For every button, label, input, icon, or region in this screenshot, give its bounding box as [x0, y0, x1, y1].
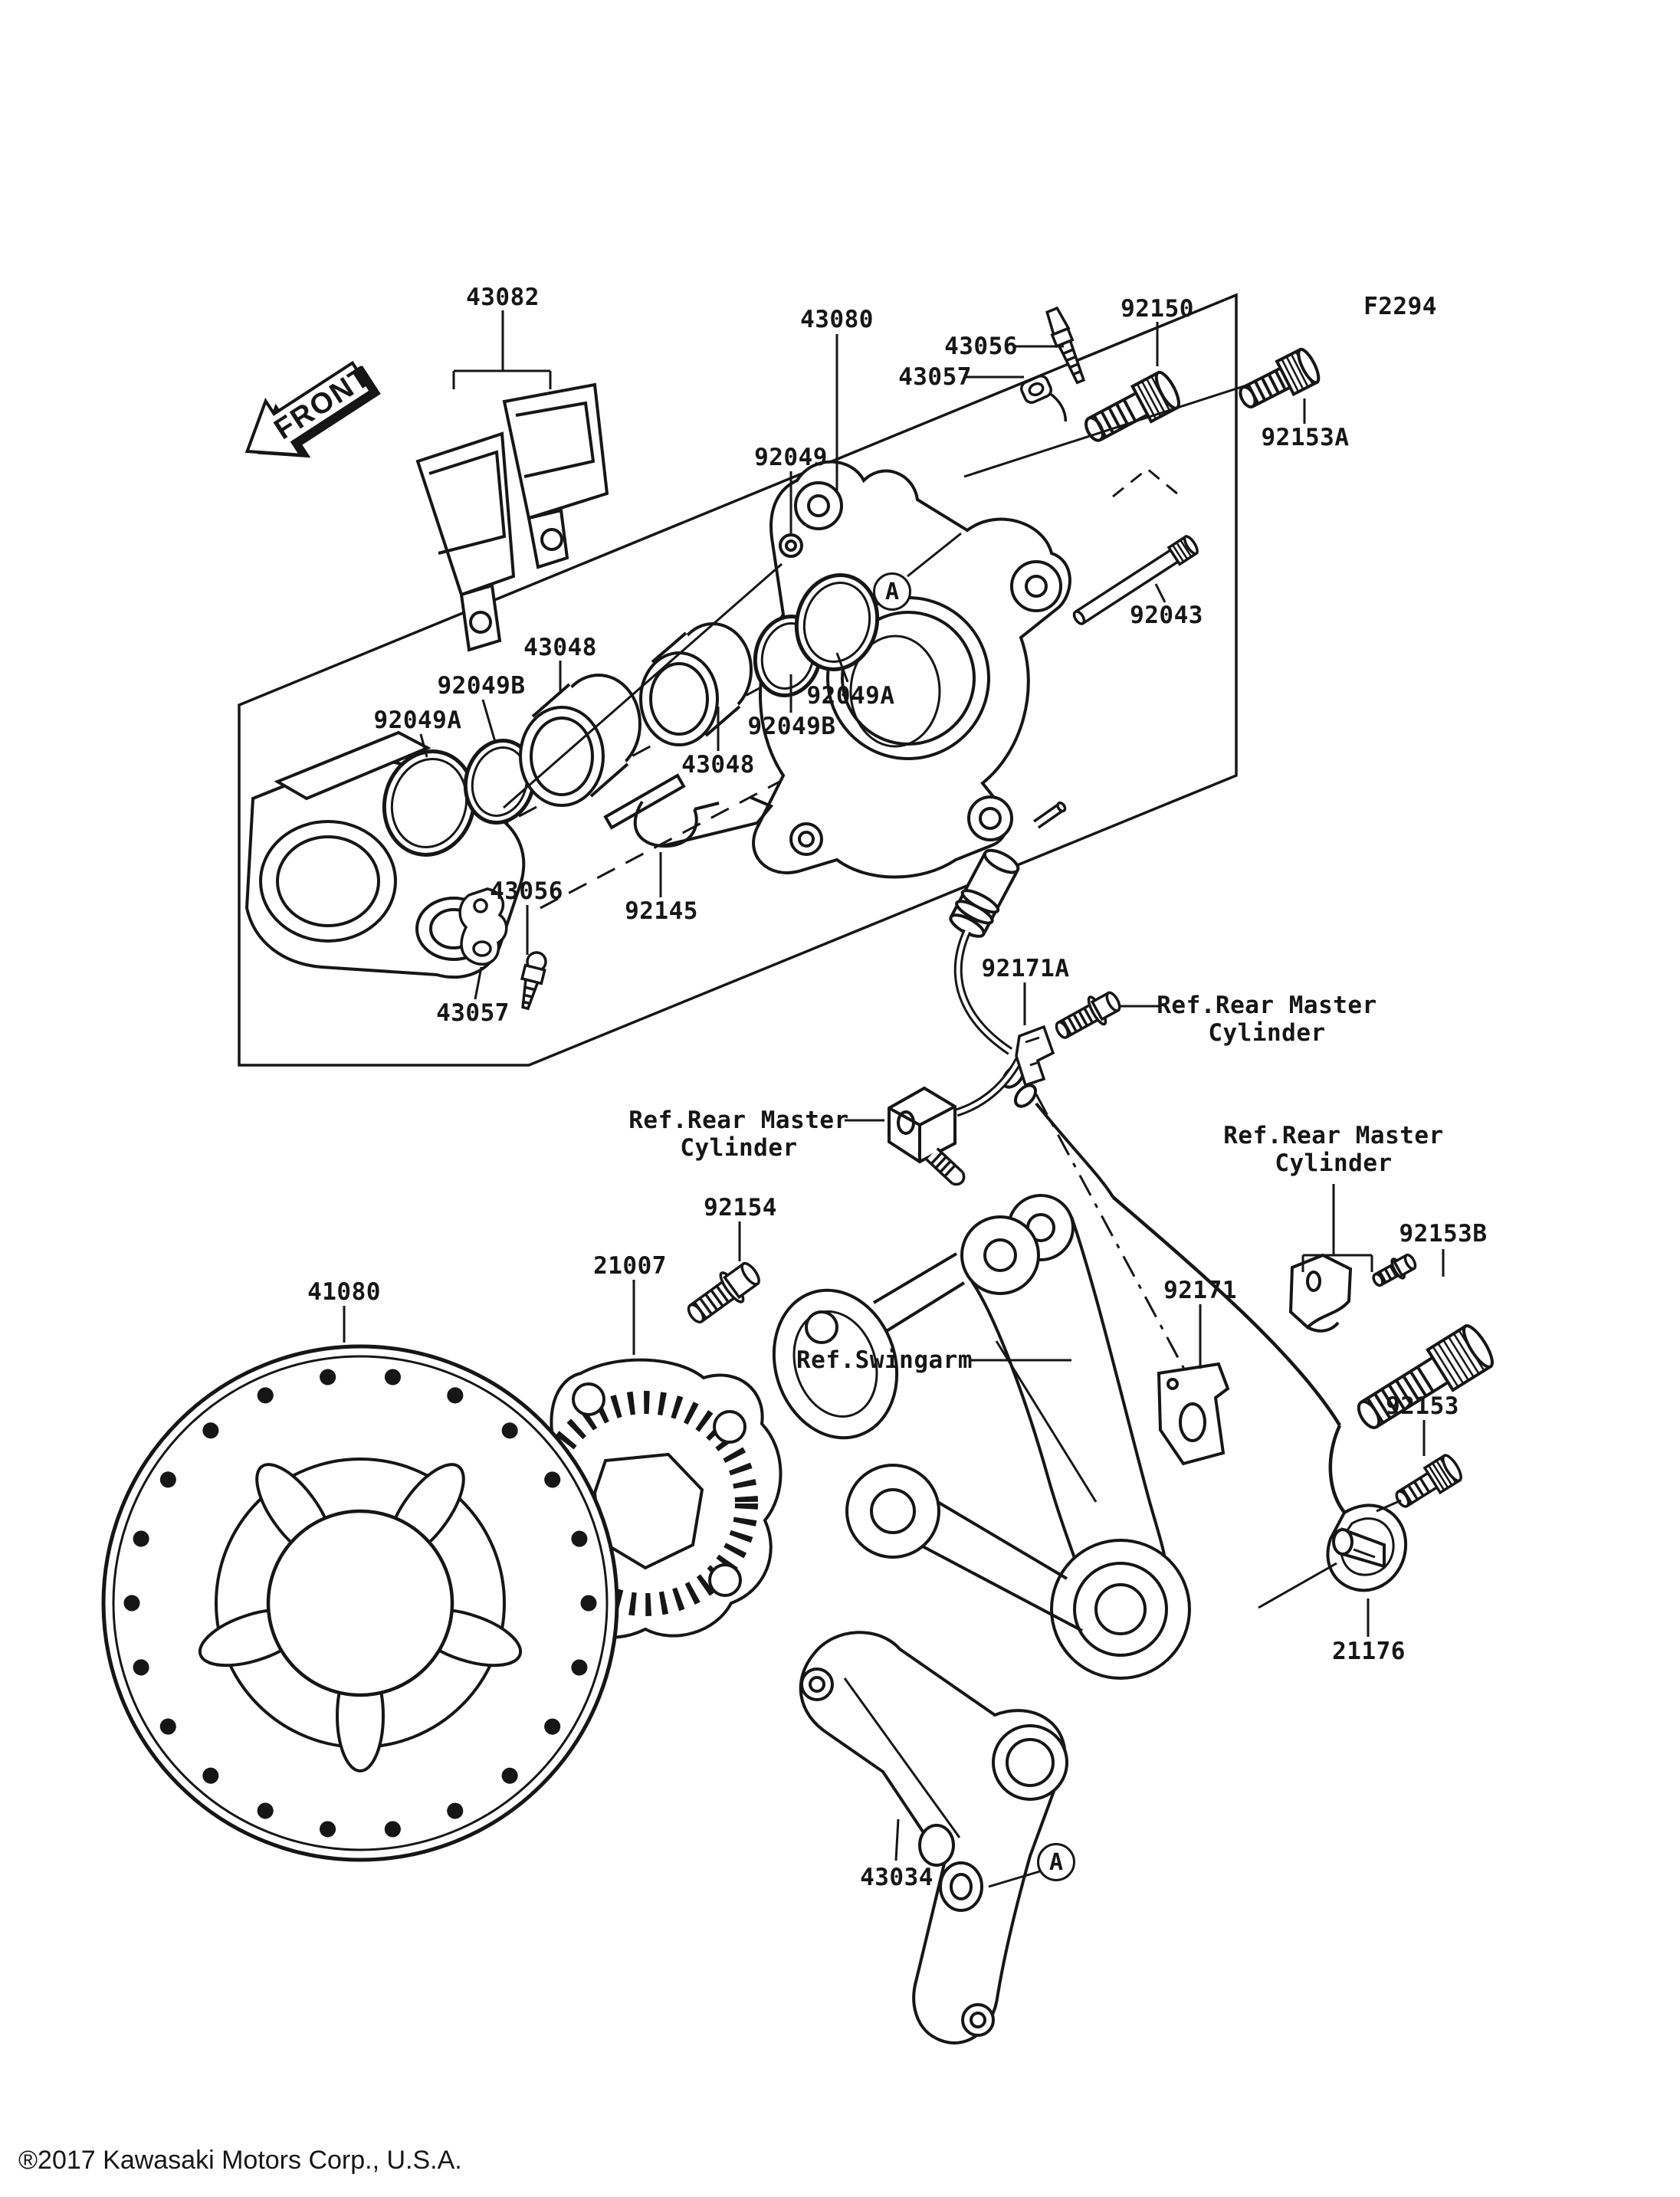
callout-a-bottom: A [1037, 1843, 1075, 1881]
bolt-92153b-drawing [1357, 1323, 1494, 1429]
washer-drawing [779, 533, 803, 558]
part-label-92153-bolt: 92153 [1386, 1392, 1459, 1420]
hose-clip-drawing [1015, 1025, 1055, 1087]
part-label-92171A-clip: 92171A [981, 955, 1070, 982]
bleed-valve-bottom-drawing [520, 951, 547, 1011]
part-label-92049A-seal-right: 92049A [806, 682, 895, 710]
callout-a-top: A [873, 572, 911, 611]
part-label-92049B-seal-right: 92049B [747, 713, 836, 740]
ref-label-swingarm: Ref.Swingarm [796, 1346, 973, 1374]
torque-bracket-drawing [799, 1631, 1068, 2045]
piston-seal-drawings-right [753, 573, 880, 697]
ref-label-rear-master-cylinder-right: Ref.Rear Master Cylinder [1223, 1122, 1443, 1177]
slide-pin-drawing [1084, 370, 1180, 442]
part-label-92145-spring: 92145 [625, 897, 698, 925]
part-label-92153A-bolt: 92153A [1261, 424, 1350, 451]
part-label-92153B-bolt: 92153B [1399, 1220, 1488, 1248]
piston-seal-drawings-left [382, 739, 536, 857]
part-label-43034-bracket: 43034 [860, 1864, 934, 1891]
front-arrow: FRONT [244, 360, 381, 458]
piston-drawing-right [639, 622, 753, 746]
part-label-92171-gasket: 92171 [1163, 1277, 1237, 1304]
part-label-92043-pin: 92043 [1130, 602, 1203, 629]
part-label-43056-bottom: 43056 [490, 877, 563, 905]
figure-code: F2294 [1363, 293, 1437, 320]
bleed-valve-top-drawing [1045, 306, 1086, 385]
valve-cap-bottom-drawing [458, 887, 508, 966]
part-label-92150-pin: 92150 [1121, 295, 1194, 323]
pad-spring-drawing [603, 773, 774, 848]
clip-screw-drawing [1055, 991, 1121, 1039]
bolt-92043-drawing [1072, 534, 1199, 625]
ref-label-line1: Ref.Rear Master [628, 1107, 849, 1134]
bolt-92153-drawing [1395, 1454, 1462, 1508]
sensor-gasket-drawing [1157, 1362, 1230, 1466]
copyright-text: ®2017 Kawasaki Motors Corp., U.S.A. [18, 2146, 462, 2175]
part-label-92049A-seal-left: 92049A [373, 707, 462, 734]
leader-lines [343, 310, 1445, 1888]
brake-hose-drawing [949, 801, 1341, 1427]
ref-label-line1: Ref.Rear Master [1223, 1122, 1444, 1149]
bolt-92154-drawing [687, 1261, 760, 1324]
part-label-43080-caliper: 43080 [800, 306, 874, 333]
part-label-21176-sensor: 21176 [1332, 1638, 1406, 1665]
part-label-41080-disc: 41080 [307, 1278, 381, 1306]
ref-label-line1: Ref.Rear Master [1157, 992, 1377, 1019]
front-arrow-body [244, 360, 373, 457]
part-label-43048-piston-left: 43048 [523, 634, 597, 661]
part-label-43048-piston-right: 43048 [681, 751, 755, 779]
bolt-92153a-drawing [1239, 347, 1321, 408]
part-label-92049B-seal-left: 92049B [437, 672, 526, 700]
part-label-43082-pads: 43082 [466, 284, 540, 311]
brake-disc-drawing [101, 1344, 619, 1862]
part-label-43057-bottom: 43057 [436, 999, 510, 1027]
part-label-92154-bolt: 92154 [704, 1194, 777, 1221]
part-label-43056-top: 43056 [944, 333, 1018, 360]
part-label-92049-washer: 92049 [754, 444, 828, 471]
banjo-fitting-drawing [888, 1086, 966, 1186]
part-label-43057-top: 43057 [898, 363, 972, 391]
caliper-bracket-drawing [752, 460, 1071, 879]
part-label-21007-abs-rotor: 21007 [593, 1252, 667, 1280]
hose-bracket-drawing [1288, 1253, 1417, 1333]
brake-pads-drawing [415, 382, 609, 652]
swingarm-drawing [772, 1194, 1191, 1680]
ref-label-line2: Cylinder [1208, 1019, 1326, 1047]
ref-label-line2: Cylinder [1275, 1149, 1393, 1177]
abs-sensor-drawing [1326, 1425, 1408, 1592]
ref-label-rear-master-cylinder-left: Ref.Rear Master Cylinder [628, 1107, 848, 1162]
ref-label-line2: Cylinder [680, 1134, 798, 1162]
valve-cap-top-drawing [1019, 375, 1068, 422]
ref-label-rear-master-cylinder-top: Ref.Rear Master Cylinder [1157, 992, 1376, 1047]
